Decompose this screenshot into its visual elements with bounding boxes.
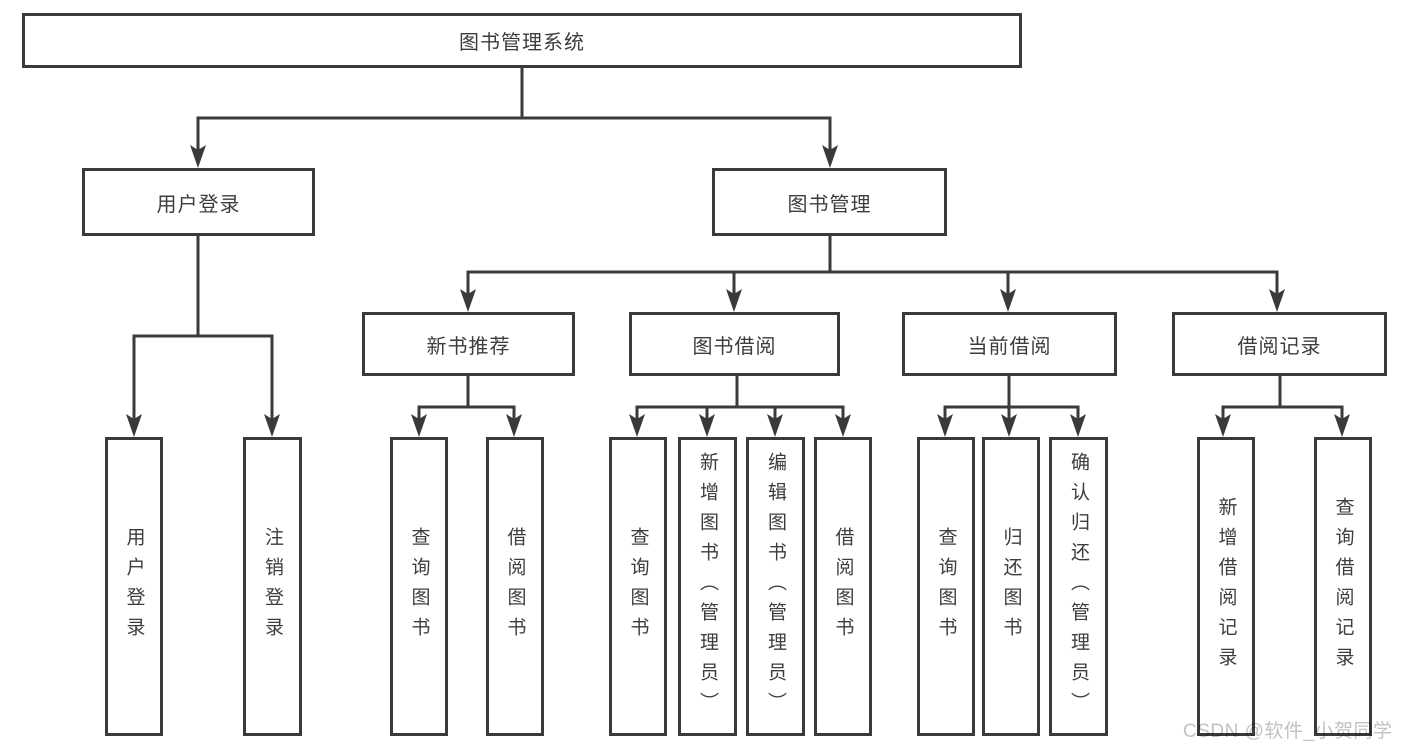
node-book-borrowing: 图书借阅 (629, 312, 840, 376)
arrow-down-icon (699, 414, 715, 437)
node-book-management: 图书管理 (712, 168, 947, 236)
node-borrow-books-borrowing: 借阅图书 (814, 437, 872, 736)
arrow-down-icon (190, 145, 206, 168)
node-query-books-borrowing: 查询图书 (609, 437, 667, 736)
node-query-borrow-record: 查询借阅记录 (1314, 437, 1372, 736)
arrow-down-icon (1070, 414, 1086, 437)
node-add-borrow-record: 新增借阅记录 (1197, 437, 1255, 736)
arrow-down-icon (1215, 414, 1231, 437)
node-query-books-recommend: 查询图书 (390, 437, 448, 736)
arrow-down-icon (411, 414, 427, 437)
node-return-books: 归还图书 (982, 437, 1040, 736)
csdn-watermark: CSDN @软件_小贺同学 (1183, 721, 1393, 742)
arrow-down-icon (1000, 289, 1016, 312)
arrow-down-icon (822, 145, 838, 168)
node-query-books-current: 查询图书 (917, 437, 975, 736)
edge-paths (132, 66, 1344, 423)
node-edit-books-admin: 编辑图书（管理员） (746, 437, 805, 736)
arrowheads (126, 145, 1350, 437)
arrow-down-icon (1334, 414, 1350, 437)
arrow-down-icon (767, 414, 783, 437)
arrow-down-icon (937, 414, 953, 437)
arrow-down-icon (835, 414, 851, 437)
node-add-books-admin: 新增图书（管理员） (678, 437, 737, 736)
node-confirm-return-admin: 确认归还（管理员） (1049, 437, 1108, 736)
node-borrowing-records: 借阅记录 (1172, 312, 1387, 376)
node-borrow-books-recommend: 借阅图书 (486, 437, 544, 736)
node-current-borrowing: 当前借阅 (902, 312, 1117, 376)
arrow-down-icon (264, 414, 280, 437)
node-new-book-recommend: 新书推荐 (362, 312, 575, 376)
arrow-down-icon (726, 289, 742, 312)
arrow-down-icon (629, 414, 645, 437)
arrow-down-icon (1269, 289, 1285, 312)
node-logout-leaf: 注销登录 (243, 437, 302, 736)
arrow-down-icon (126, 414, 142, 437)
node-user-login: 用户登录 (82, 168, 315, 236)
arrow-down-icon (1001, 414, 1017, 437)
arrow-down-icon (506, 414, 522, 437)
arrow-down-icon (460, 289, 476, 312)
node-user-login-leaf: 用户登录 (105, 437, 163, 736)
node-library-system-root: 图书管理系统 (22, 13, 1022, 68)
